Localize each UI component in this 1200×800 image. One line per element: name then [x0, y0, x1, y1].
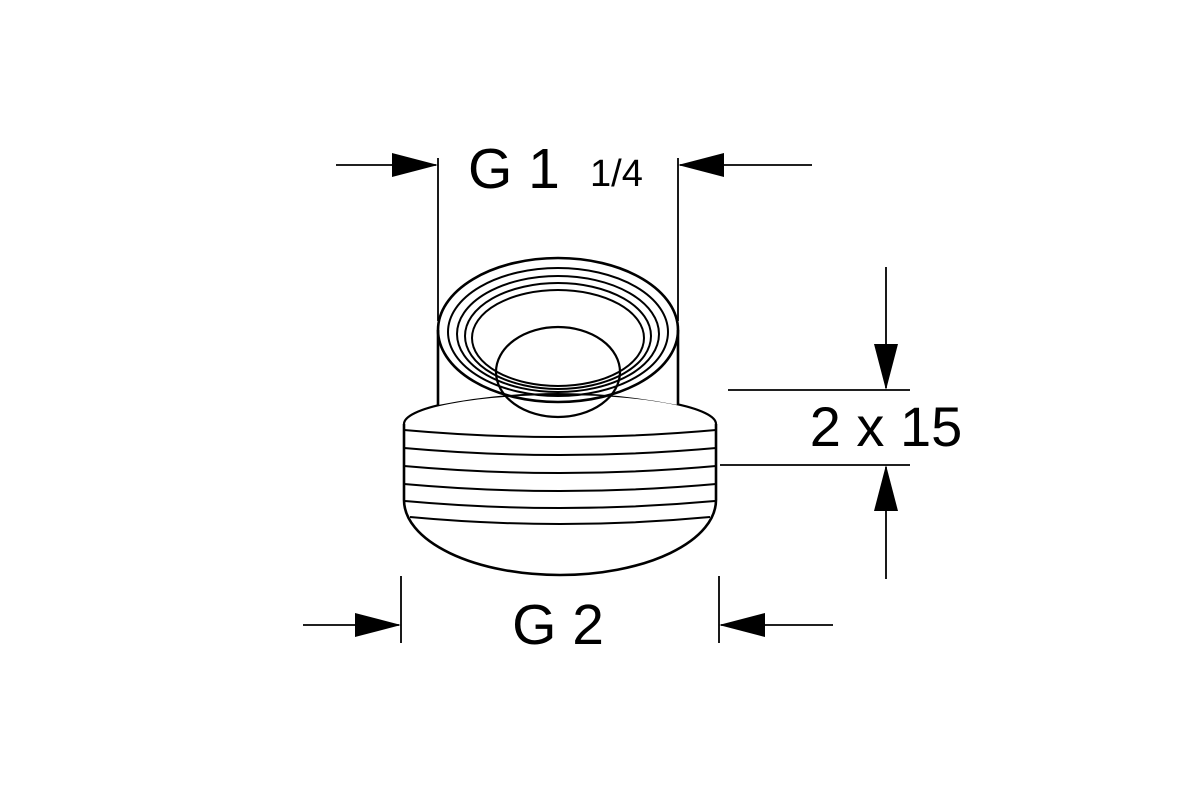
arrowhead-up-icon	[874, 465, 898, 511]
thread-line	[403, 465, 717, 474]
thread-line	[409, 516, 711, 525]
top-thread-label: G 1	[468, 137, 560, 201]
bottom-thread-label: G 2	[512, 593, 604, 657]
thread-ring	[464, 282, 652, 390]
thread-ring	[456, 275, 660, 393]
dimension-thread-length: 2 x 15	[720, 267, 962, 579]
top-rim-ellipse	[436, 256, 680, 404]
thread-line	[403, 447, 717, 456]
arrowhead-right-icon	[355, 613, 401, 637]
fitting-drawing	[402, 256, 718, 577]
thread-line	[403, 429, 717, 438]
thread-ring	[447, 267, 669, 397]
thread-line	[403, 483, 717, 492]
dimension-top-thread: G 1 1/4	[336, 137, 812, 321]
arrowhead-down-icon	[874, 344, 898, 390]
arrowhead-left-icon	[678, 153, 724, 177]
body-outline	[402, 424, 718, 577]
thread-ring	[471, 289, 645, 387]
top-thread-fraction-label: 1/4	[590, 153, 643, 195]
thread-line	[404, 500, 716, 509]
arrowhead-right-icon	[392, 153, 438, 177]
upper-cylinder-fill	[438, 262, 678, 405]
arrowhead-left-icon	[719, 613, 765, 637]
dimension-bottom-thread: G 2	[303, 576, 833, 657]
shoulder-arc	[402, 392, 718, 425]
thread-length-label: 2 x 15	[810, 395, 963, 458]
